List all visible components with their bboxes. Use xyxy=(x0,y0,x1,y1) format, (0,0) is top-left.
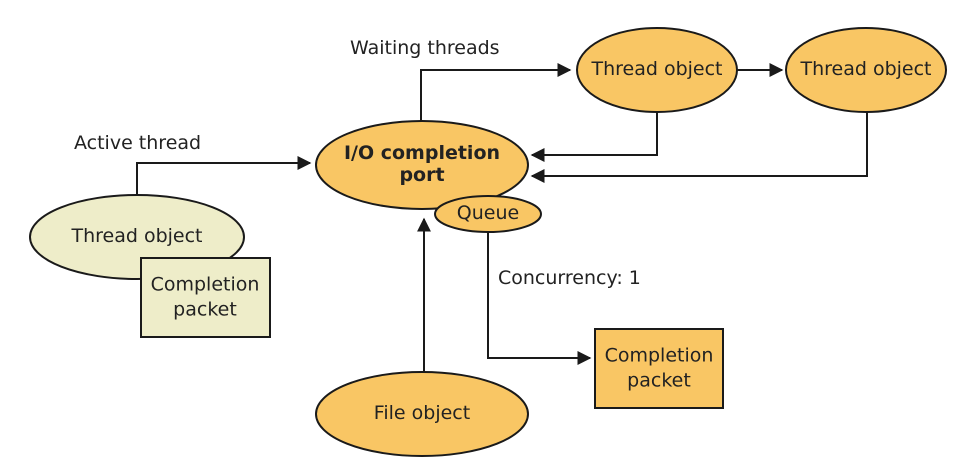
waiting-threads-label: Waiting threads xyxy=(350,37,500,59)
concurrency-label: Concurrency: 1 xyxy=(498,267,641,289)
waiting-thread-object-1 xyxy=(576,27,738,113)
thread1-return-arrow xyxy=(530,112,658,162)
released-packet-line1: Completion xyxy=(604,344,714,367)
file-object xyxy=(315,371,529,457)
queue-shape xyxy=(434,195,542,233)
file-object-label: File object xyxy=(373,402,471,425)
queue-label: Queue xyxy=(456,202,520,225)
waiting-thread-object-1-label: Thread object xyxy=(591,58,723,81)
active-thread-label: Active thread xyxy=(74,132,202,154)
waiting-threads-arrow xyxy=(420,63,572,122)
released-completion-packet xyxy=(594,328,724,409)
released-packet-line2: packet xyxy=(627,369,691,391)
io-completion-port-line1: I/O completion xyxy=(343,142,501,165)
active-thread-arrow xyxy=(136,156,312,196)
active-thread-object-label: Thread object xyxy=(71,225,203,248)
waiting-thread-object-2-label: Thread object xyxy=(800,58,932,81)
waiting-thread-object-2 xyxy=(785,27,947,113)
io-completion-port xyxy=(315,120,529,210)
io-completion-port-line2: port xyxy=(399,164,445,186)
active-completion-packet-label: Completion packet xyxy=(151,272,260,321)
thread2-return-arrow xyxy=(530,112,868,183)
active-packet-line1: Completion xyxy=(150,273,260,296)
released-completion-packet-label: Completion packet xyxy=(605,343,714,392)
active-packet-line2: packet xyxy=(173,298,237,320)
active-completion-packet xyxy=(140,257,271,338)
io-completion-port-label: I/O completion port xyxy=(343,142,501,187)
concurrency-arrow xyxy=(487,232,592,365)
